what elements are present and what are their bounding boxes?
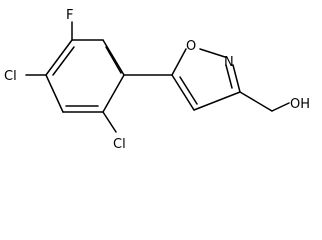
bond: [232, 64, 241, 93]
oxygen-ring-label: O: [186, 39, 196, 54]
double-bond: [179, 76, 198, 105]
bond: [171, 48, 187, 76]
chlorine-label-bottom: Cl: [113, 137, 126, 152]
bond: [199, 48, 226, 58]
isoxazole-ring: [171, 48, 241, 111]
benzene-ring: [45, 39, 125, 113]
bond-ch2-oh: [271, 102, 290, 112]
bond-c-cl-bottom: [102, 111, 117, 133]
bond: [45, 39, 73, 76]
double-bond: [52, 46, 75, 76]
double-bond: [105, 46, 122, 74]
molecule-diagram: F Cl Cl O N OH: [4, 8, 310, 152]
nitrogen-ring-label: N: [224, 55, 234, 70]
bond: [45, 74, 64, 113]
double-bond: [225, 64, 233, 89]
bond: [102, 39, 125, 76]
bond: [171, 74, 195, 111]
chlorine-label-top: Cl: [4, 69, 17, 84]
bond: [193, 91, 241, 111]
hydroxyl-label: OH: [290, 97, 310, 112]
structure-svg: F Cl Cl O N OH: [4, 8, 310, 152]
fluorine-label: F: [66, 8, 73, 23]
bond: [102, 74, 125, 113]
bond-c-ch2: [239, 91, 273, 112]
